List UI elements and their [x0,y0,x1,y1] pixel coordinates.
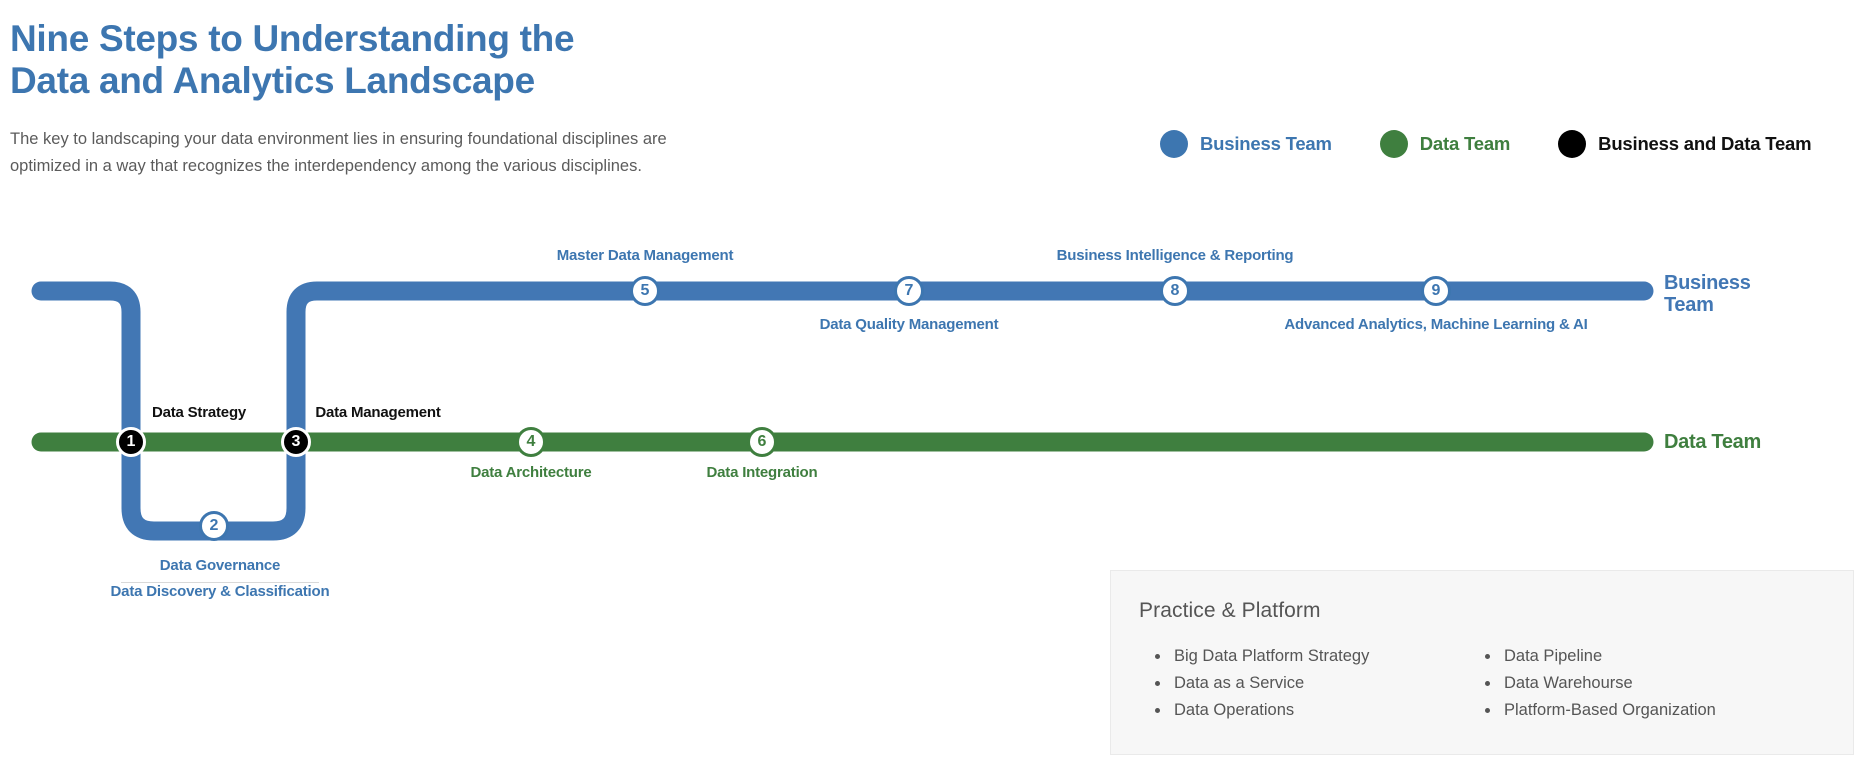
legend-item-business-and-data-team: Business and Data Team [1558,130,1812,158]
step-node-6[interactable]: 6 [747,427,777,457]
list-item-label: Data Warehourse [1504,674,1633,692]
step-label-5: Master Data Management [556,247,734,264]
practice-platform-panel: Practice & Platform Big Data Platform St… [1110,570,1854,755]
process-diagram: Business Team Data Team 1 Data Strategy … [31,247,1761,600]
step-node-9[interactable]: 9 [1421,276,1451,306]
list-item-label: Data as a Service [1174,674,1305,692]
step-label-3: Data Management [315,404,441,421]
list-item: Platform-Based Organization [1481,697,1716,724]
step-label-6: Data Integration [706,464,818,481]
list-item: Data Pipeline [1481,643,1716,670]
list-item-label: Platform-Based Organization [1504,701,1716,719]
step-node-3[interactable]: 3 [281,427,311,457]
bullet-icon [1155,681,1160,686]
step-node-1[interactable]: 1 [116,427,146,457]
practice-platform-column-left: Big Data Platform Strategy Data as a Ser… [1151,643,1369,724]
legend-item-business-team: Business Team [1160,130,1332,158]
legend-label: Business and Data Team [1598,133,1812,154]
bullet-icon [1485,708,1490,713]
step-label-4: Data Architecture [470,464,592,481]
circle-icon [1160,130,1188,158]
circle-icon [1558,130,1587,158]
track-label-data-team: Data Team [1664,431,1761,453]
step-node-2[interactable]: 2 [199,511,229,541]
list-item: Data Operations [1151,697,1369,724]
bullet-icon [1485,681,1490,686]
page-title: Nine Steps to Understanding the Data and… [10,18,575,101]
step-label-1: Data Strategy [151,404,247,421]
step-label-2: Data Governance [159,557,281,574]
step-node-7[interactable]: 7 [894,276,924,306]
practice-platform-title: Practice & Platform [1139,599,1321,622]
page-subtitle: The key to landscaping your data environ… [10,130,667,175]
step-node-4[interactable]: 4 [516,427,546,457]
legend-item-data-team: Data Team [1379,130,1511,158]
list-item-label: Big Data Platform Strategy [1174,647,1370,665]
legend-label: Data Team [1419,133,1511,154]
list-item: Data as a Service [1151,670,1369,697]
bullet-icon [1155,654,1160,659]
legend-label: Business Team [1200,133,1332,154]
step-label-8: Business Intelligence & Reporting [1056,247,1294,264]
list-item-label: Data Operations [1174,701,1295,719]
track-label-business-team: Business Team [1664,272,1751,316]
legend: Business Team Data Team Business and Dat… [1160,130,1812,158]
step-label-9: Advanced Analytics, Machine Learning & A… [1284,316,1588,333]
bullet-icon [1155,708,1160,713]
circle-icon [1379,130,1408,158]
list-item: Big Data Platform Strategy [1151,643,1369,670]
bullet-icon [1485,654,1490,659]
list-item-label: Data Pipeline [1504,647,1603,665]
step-label-7: Data Quality Management [819,316,999,333]
step-node-8[interactable]: 8 [1160,276,1190,306]
practice-platform-column-right: Data Pipeline Data Warehourse Platform-B… [1481,643,1716,724]
step-sublabel-2: Data Discovery & Classification [110,583,330,600]
step-label-2-divider [121,582,319,583]
list-item: Data Warehourse [1481,670,1716,697]
step-node-5[interactable]: 5 [630,276,660,306]
